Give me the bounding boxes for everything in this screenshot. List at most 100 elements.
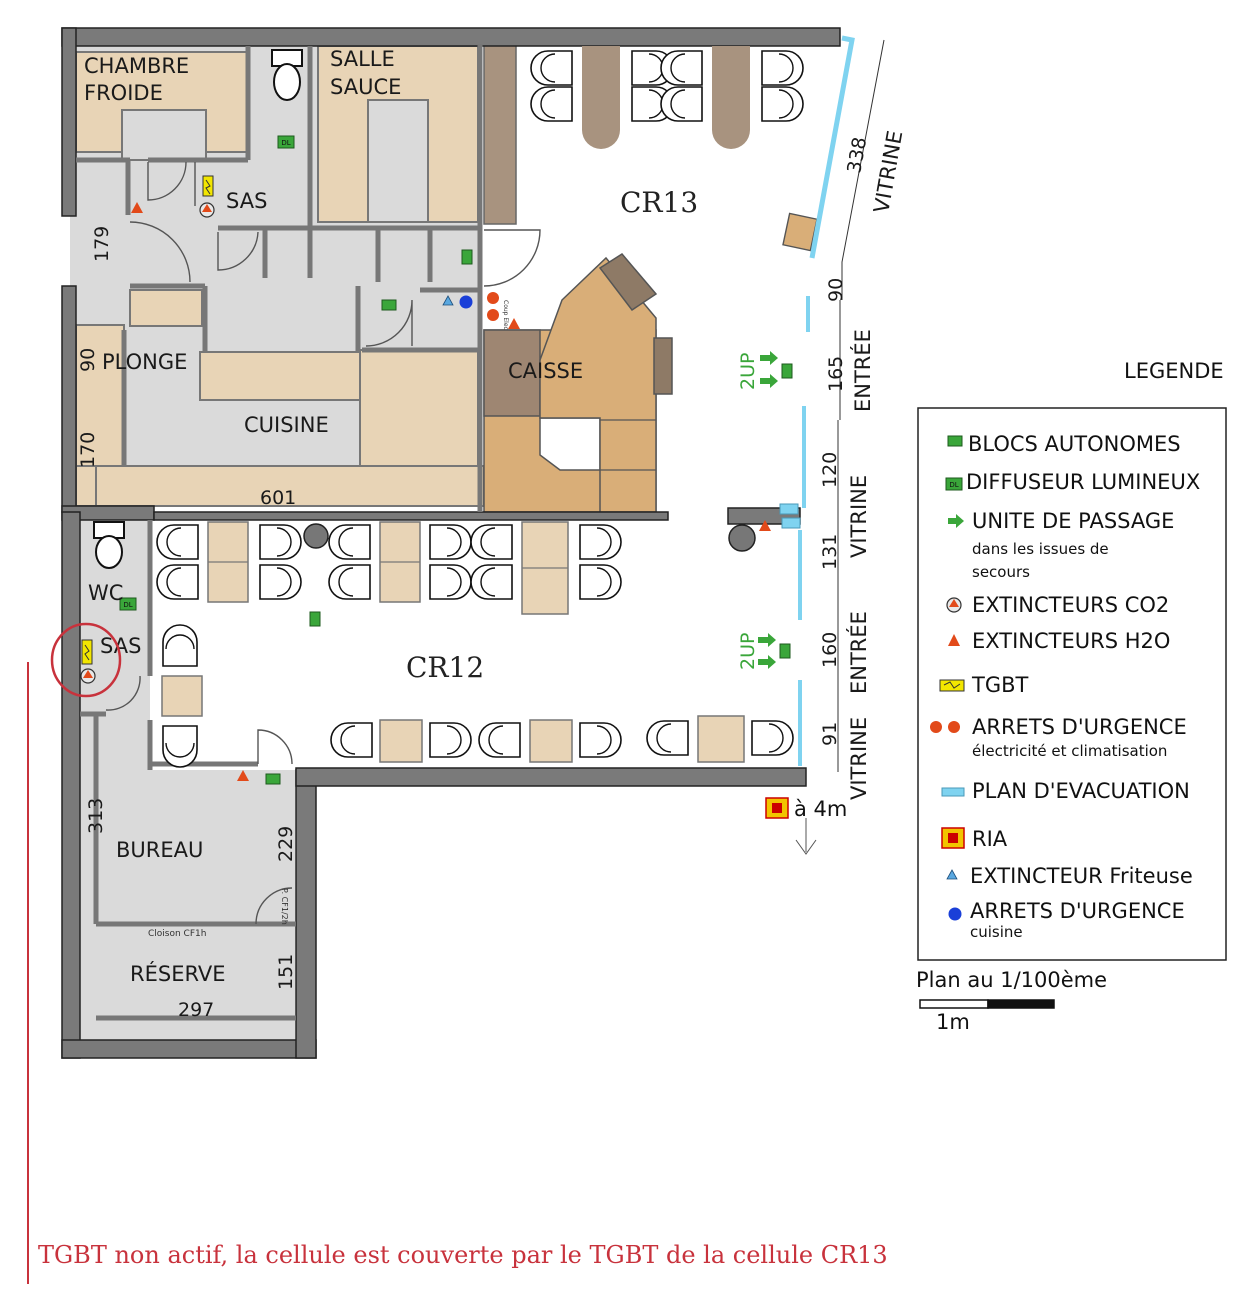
legend-label: ARRETS D'URGENCE: [970, 899, 1185, 923]
legend-label: EXTINCTEUR Friteuse: [970, 864, 1193, 888]
dimension-160: 160: [819, 632, 841, 668]
legend-label: BLOCS AUTONOMES: [968, 432, 1181, 456]
room-label-cuisine: CUISINE: [244, 413, 329, 437]
dimension-297: 297: [178, 999, 214, 1021]
coup-elec-label: Coup Elec: [502, 300, 509, 330]
bloc-autonome-icon: [947, 435, 963, 447]
dimension-338: 338: [843, 135, 871, 175]
room-label-plonge: PLONGE: [102, 350, 187, 374]
dimension-165: 165: [825, 356, 847, 392]
legend-label: PLAN D'EVACUATION: [972, 779, 1190, 803]
extincteur-h2o-icon: [948, 634, 960, 646]
toilet-icon: [271, 49, 303, 101]
entree-label-1: ENTRÉE: [850, 329, 875, 412]
dimension-91: 91: [819, 722, 841, 746]
unite-passage-label-2: 2UP: [737, 633, 759, 670]
tgbt-icon: [202, 175, 214, 197]
legend-item-arret-urgence-cuisine: ARRETS D'URGENCE cuisine: [948, 899, 1185, 941]
plan-evacuation-icon: [941, 787, 965, 797]
legend-label: EXTINCTEURS H2O: [972, 629, 1170, 653]
legend-label: RIA: [972, 827, 1008, 851]
extincteur-co2-icon: [949, 599, 959, 607]
facade-glazing: [779, 35, 885, 772]
room-label-bureau: BUREAU: [116, 838, 203, 862]
entree-label-2: ENTRÉE: [846, 611, 871, 694]
dimension-151: 151: [275, 954, 297, 990]
legend-item-ria: RIA: [941, 827, 1008, 851]
cr13-seating: [530, 46, 818, 252]
legend-title: LEGENDE: [1124, 359, 1224, 383]
cloison-label: Cloison CF1h: [148, 929, 206, 939]
vitrine-label-1: VITRINE: [869, 129, 907, 215]
dimension-601: 601: [260, 487, 296, 509]
legend-item-tgbt: TGBT: [939, 673, 1029, 697]
diffuseur-lumineux-icon: DL: [277, 135, 295, 149]
legend-box: [917, 407, 1227, 961]
extincteur-co2-icon: [80, 668, 96, 684]
toilet-icon: [93, 521, 125, 569]
vitrine-label-2: VITRINE: [847, 475, 871, 558]
legend-label: EXTINCTEURS CO2: [972, 593, 1169, 617]
dimension-90-right: 90: [825, 278, 847, 302]
dimension-120: 120: [819, 452, 841, 488]
room-label-caisse: CAISSE: [508, 359, 583, 383]
arret-urgence-icon: [930, 721, 942, 733]
room-label-wc: WC: [88, 581, 123, 605]
scale-bar: [919, 999, 1055, 1009]
room-label-cr12: CR12: [406, 651, 484, 684]
dimension-179: 179: [91, 226, 113, 262]
legend-sub-label: électricité et climatisation: [972, 742, 1167, 760]
extincteur-h2o-icon: [131, 202, 771, 781]
arret-urgence-icon: [487, 292, 499, 321]
green-arrow-icon: [948, 514, 964, 528]
room-label-reserve: RÉSERVE: [130, 961, 226, 986]
room-label-sas-top: SAS: [226, 189, 267, 213]
diffuseur-lumineux-icon: DL: [119, 597, 137, 611]
dimension-131: 131: [819, 534, 841, 570]
porte-cf-label: P. CF1/2h: [280, 888, 289, 925]
annotation-note: TGBT non actif, la cellule est couverte …: [38, 1241, 888, 1269]
doors: [105, 161, 541, 925]
extincteur-co2-icon: [199, 202, 215, 218]
annotation-circle: [50, 622, 122, 698]
legend-item-arret-urgence: ARRETS D'URGENCE électricité et climatis…: [930, 715, 1187, 760]
inner-partitions: [76, 44, 483, 1021]
svg-text:DL: DL: [123, 601, 132, 609]
legend-sub-label: secours: [972, 563, 1030, 581]
walls: [61, 27, 841, 1059]
unite-passage-arrows: [758, 351, 778, 669]
scale-label: Plan au 1/100ème: [916, 968, 1107, 992]
diffuseur-lumineux-icon: [945, 477, 963, 491]
arret-urgence-cuisine-icon: [948, 907, 962, 921]
extincteur-friteuse-icon: [946, 869, 958, 880]
legend-item-unite-passage: UNITE DE PASSAGE dans les issues de seco…: [948, 509, 1174, 581]
ria-distance: à 4m: [794, 797, 847, 821]
ria-icon: [765, 797, 789, 819]
legend-item-co2: EXTINCTEURS CO2: [946, 593, 1169, 617]
legend-label: TGBT: [971, 673, 1029, 697]
legend-label: ARRETS D'URGENCE: [972, 715, 1187, 739]
room-label-chambre: CHAMBRE: [84, 54, 189, 78]
room-label-salle: SALLE: [330, 47, 395, 71]
room-label-froide: FROIDE: [84, 81, 163, 105]
legend-item-extincteur-friteuse: EXTINCTEUR Friteuse: [946, 864, 1193, 888]
room-label-sauce: SAUCE: [330, 75, 401, 99]
extincteur-friteuse-icon: [442, 295, 454, 306]
arret-urgence-icon: [948, 721, 960, 733]
diffuseur-icon-text: DL: [949, 481, 958, 489]
legend-label: DIFFUSEUR LUMINEUX: [966, 470, 1200, 494]
room-label-cr13: CR13: [620, 186, 698, 219]
legend-item-plan-evacuation: PLAN D'EVACUATION: [941, 779, 1190, 803]
dimension-313: 313: [85, 798, 107, 834]
unite-passage-label-1: 2UP: [737, 353, 759, 390]
dimension-170: 170: [77, 432, 99, 468]
cr12-seating: [156, 521, 794, 768]
dimension-229: 229: [275, 826, 297, 862]
scale-unit: 1m: [936, 1010, 970, 1034]
vitrine-label-3: VITRINE: [847, 717, 871, 800]
arret-urgence-cuisine-icon: [459, 295, 473, 309]
legend-sub-label: dans les issues de: [972, 540, 1109, 558]
dimension-90-left: 90: [77, 348, 99, 372]
caisse-counter: [483, 253, 673, 513]
